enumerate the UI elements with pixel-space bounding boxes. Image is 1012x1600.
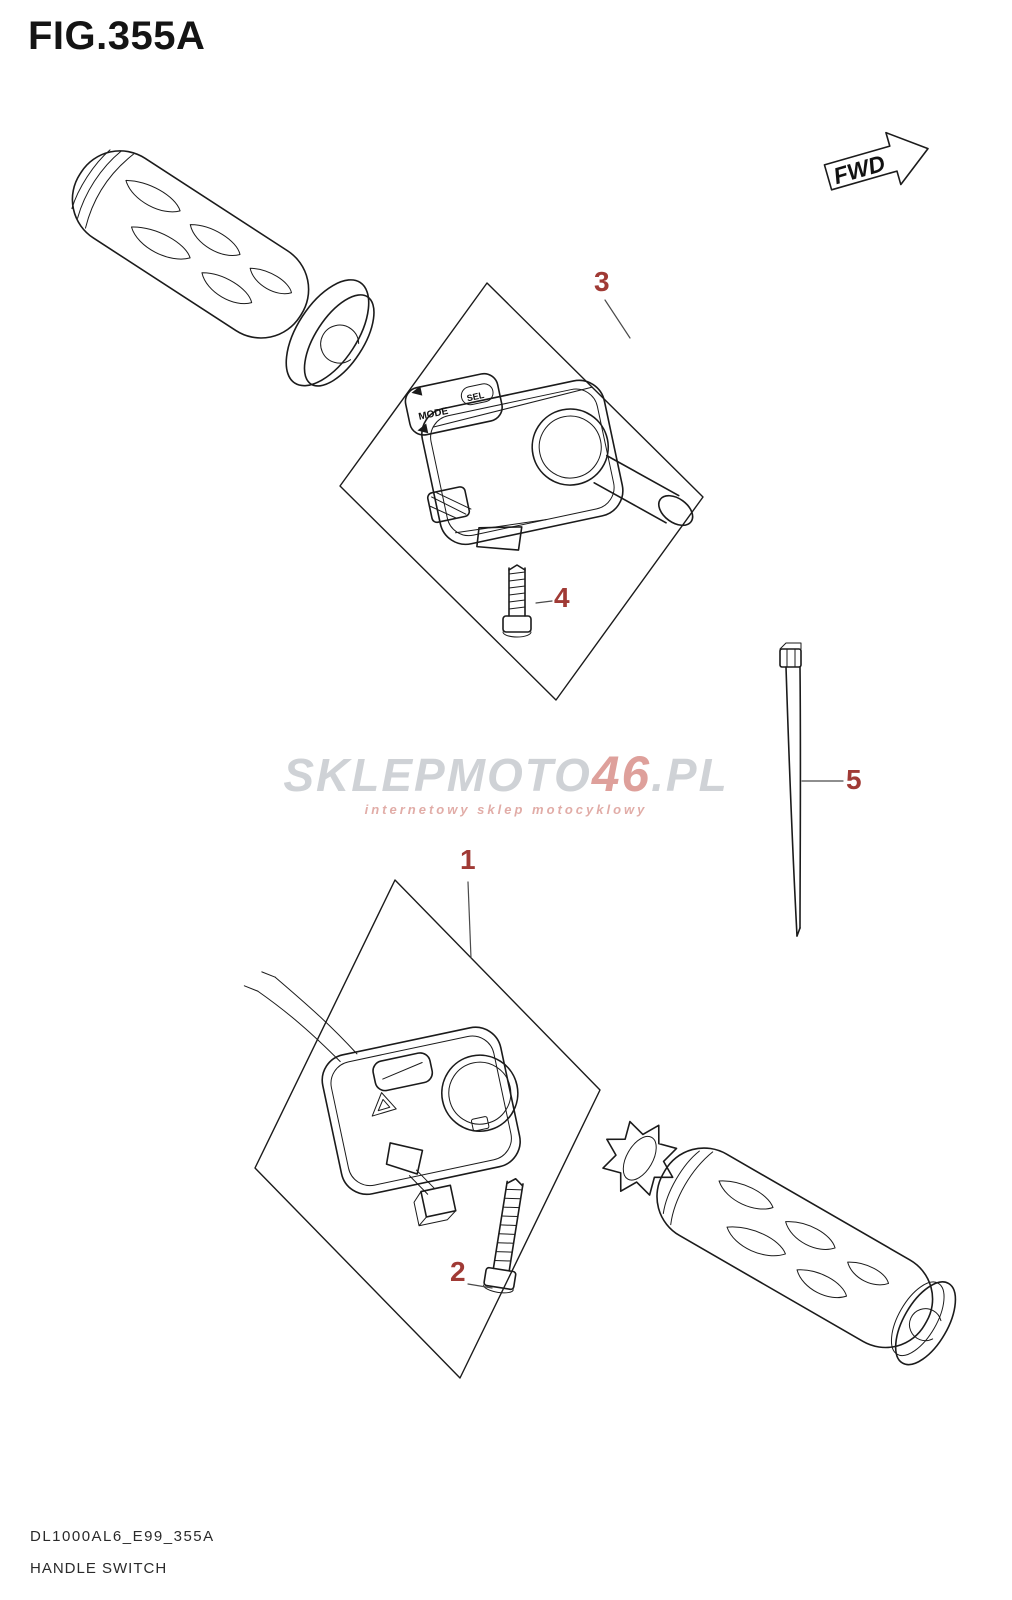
sel-button-label: SEL [466, 390, 486, 404]
turn-signal-knob [408, 1169, 457, 1227]
hazard-symbol [371, 1092, 397, 1117]
cable-tie [779, 642, 802, 937]
right-grip [602, 1120, 957, 1366]
screw-4 [502, 564, 532, 638]
part-code: DL1000AL6_E99_355A [30, 1528, 215, 1545]
right-grip-end-cap [890, 1281, 957, 1366]
mode-button-label: MODE [418, 406, 450, 423]
top-handle-switch: MODE SEL [404, 372, 694, 551]
left-grip [71, 149, 375, 387]
leader-2 [467, 1283, 493, 1289]
figure-name: HANDLE SWITCH [30, 1560, 168, 1577]
watermark-brand: SKLEPMOTO46.PL [283, 749, 729, 801]
watermark-tagline: internetowy sklep motocyklowy [364, 801, 648, 817]
callout-4: 4 [554, 582, 570, 613]
callout-3: 3 [594, 266, 610, 297]
handlebar-hole [531, 408, 610, 486]
watermark-brand-suffix: .PL [651, 749, 729, 801]
passing-switch [470, 1116, 490, 1132]
callout-2: 2 [450, 1256, 466, 1287]
handlebar-hole [441, 1054, 519, 1132]
screw-2 [483, 1177, 524, 1294]
watermark-brand-number: 46 [591, 746, 652, 802]
leader-3 [604, 299, 631, 339]
turn-signal-lever [385, 1142, 424, 1175]
leader-1 [467, 881, 472, 959]
bottom-handle-switch [243, 971, 521, 1227]
kill-switch-slider [372, 1052, 434, 1092]
hatched-switch-button [426, 486, 472, 524]
left-grip-flange [285, 279, 375, 387]
callout-1: 1 [460, 844, 476, 875]
callout-leader-lines [467, 299, 844, 1289]
fwd-arrow: FWD [823, 131, 929, 191]
watermark-brand-prefix: SKLEPMOTO [283, 749, 592, 801]
watermark: SKLEPMOTO46.PL internetowy sklep motocyk… [283, 749, 729, 817]
right-grip-star-flange [602, 1120, 678, 1196]
lower-diamond-frame [254, 879, 601, 1379]
mode-sel-buttons: MODE SEL [404, 372, 503, 436]
callout-5: 5 [846, 764, 862, 795]
leader-4 [535, 600, 553, 604]
handlebar-stub [593, 454, 694, 527]
figure-title: FIG.355A [28, 14, 206, 58]
switch-wires [243, 971, 358, 1063]
fwd-label: FWD [830, 150, 888, 189]
upper-diamond-frame [339, 282, 704, 701]
switch-lever [476, 526, 523, 551]
